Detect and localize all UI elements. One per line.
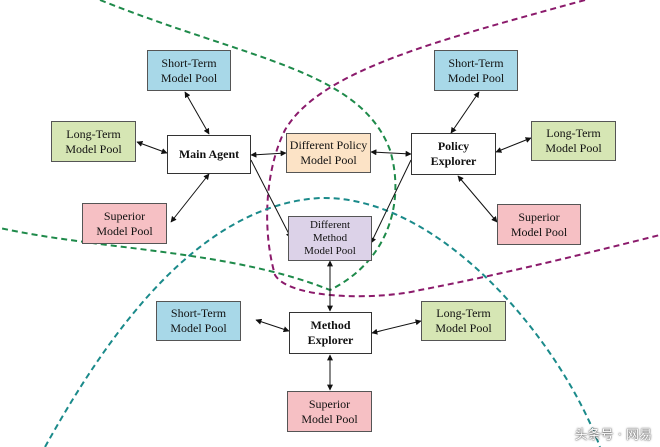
edge-main-shortterm (184, 91, 210, 135)
edge-method-longterm (371, 319, 422, 335)
policy-explorer-label: Policy Explorer (430, 139, 477, 168)
policy-longterm-pool-label: Long-Term Model Pool (545, 126, 602, 155)
watermark-text: 头条号 · 网易 (574, 428, 652, 443)
purple-boundary-curve (266, 0, 660, 298)
main-agent-label: Main Agent (178, 147, 240, 161)
policy-shortterm-pool: Short-Term Model Pool (434, 50, 518, 91)
main-shortterm-pool: Short-Term Model Pool (147, 50, 231, 91)
edge-policy-diffmethod (370, 159, 412, 244)
different-policy-pool: Different Policy Model Pool (286, 133, 371, 173)
edge-main-diffpolicy (250, 150, 287, 158)
edge-policy-superior (457, 175, 498, 223)
edge-method-shortterm (255, 318, 290, 333)
main-shortterm-pool-label: Short-Term Model Pool (160, 55, 218, 85)
method-longterm-pool-label: Long-Term Model Pool (435, 306, 492, 335)
method-explorer-box: Method Explorer (289, 312, 372, 354)
different-method-pool-label: Different Method Model Pool (304, 219, 356, 257)
edge-main-longterm (136, 141, 168, 154)
method-superior-pool-label: Superior Model Pool (301, 396, 358, 426)
method-shortterm-pool-label: Short-Term Model Pool (170, 306, 227, 335)
policy-shortterm-pool-label: Short-Term Model Pool (447, 55, 505, 85)
edge-policy-longterm (495, 137, 532, 153)
main-superior-pool: Superior Model Pool (82, 203, 167, 244)
policy-superior-pool: Superior Model Pool (497, 204, 581, 245)
main-agent-box: Main Agent (167, 135, 251, 174)
green-boundary-curve (0, 0, 397, 292)
edge-main-superior (170, 173, 210, 223)
different-policy-pool-label: Different Policy Model Pool (289, 138, 368, 167)
policy-superior-pool-label: Superior Model Pool (510, 209, 568, 239)
policy-longterm-pool: Long-Term Model Pool (531, 121, 616, 161)
teal-boundary-curve (44, 196, 601, 447)
method-longterm-pool: Long-Term Model Pool (421, 301, 506, 341)
method-explorer-label: Method Explorer (307, 318, 354, 347)
main-longterm-pool: Long-Term Model Pool (51, 121, 136, 162)
main-longterm-pool-label: Long-Term Model Pool (65, 126, 122, 156)
main-superior-pool-label: Superior Model Pool (96, 208, 153, 238)
method-superior-pool: Superior Model Pool (287, 391, 372, 432)
different-method-pool: Different Method Model Pool (288, 216, 372, 261)
edge-policy-shortterm (450, 91, 480, 134)
edge-main-diffmethod (250, 159, 292, 239)
policy-explorer-box: Policy Explorer (411, 133, 496, 175)
method-shortterm-pool: Short-Term Model Pool (156, 301, 241, 341)
edge-policy-diffpolicy (370, 149, 412, 157)
